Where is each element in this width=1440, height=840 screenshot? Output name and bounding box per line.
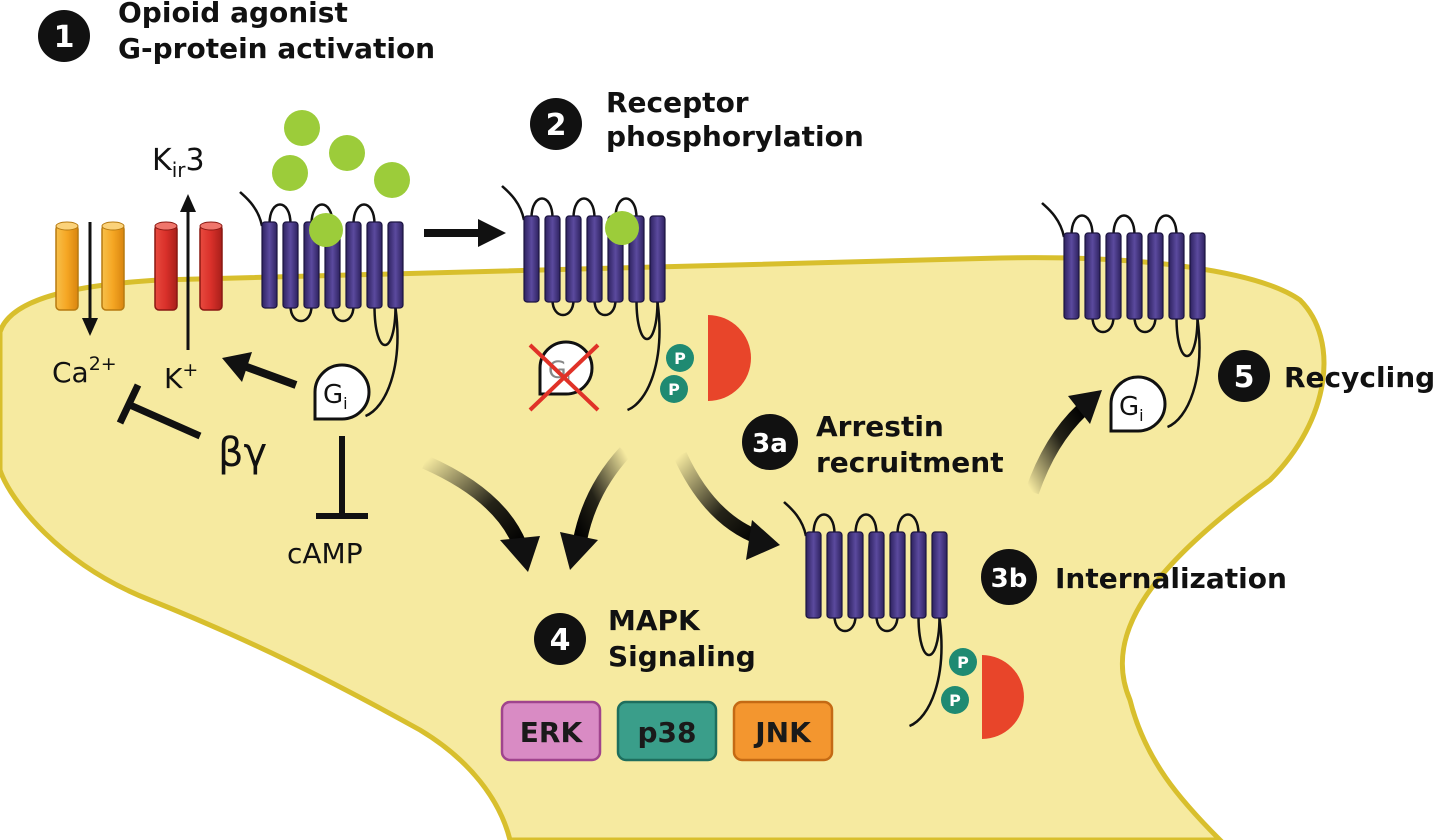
- gi-camp-inhibition: [316, 436, 368, 519]
- phospho-group: [941, 686, 969, 714]
- calcium-channel: [55, 221, 125, 311]
- kinase-label: p38: [637, 716, 696, 749]
- svg-text:P: P: [957, 653, 969, 672]
- kinase-label: ERK: [520, 716, 584, 749]
- transmembrane-helix: [805, 531, 822, 619]
- step-3b: 3b Internalization: [981, 549, 1287, 605]
- beta-gamma-label: βγ: [218, 430, 267, 476]
- transmembrane-helix: [847, 531, 864, 619]
- gi-protein-recycled: Gi: [1109, 375, 1167, 433]
- kinase-p38: p38: [616, 700, 718, 762]
- transmembrane-helix: [345, 221, 362, 309]
- gi-to-potassium-arrow: [222, 352, 298, 389]
- transmembrane-helix: [366, 221, 383, 309]
- svg-text:5: 5: [1234, 360, 1255, 395]
- step-5: 5 Recycling: [1218, 350, 1435, 402]
- arrestin-bound-internalized: P P: [941, 648, 1024, 739]
- svg-text:Gi: Gi: [323, 380, 348, 413]
- step-2: 2 Receptor phosphorylation: [530, 86, 864, 153]
- svg-text:P: P: [674, 349, 686, 368]
- transmembrane-helix: [586, 215, 603, 303]
- svg-text:3b: 3b: [991, 564, 1028, 594]
- transmembrane-helix: [387, 221, 404, 309]
- svg-text:2: 2: [546, 108, 567, 143]
- receptor-phosphorylated: [501, 185, 666, 412]
- svg-text:P: P: [668, 380, 680, 399]
- ligand-molecule: [374, 162, 410, 198]
- to-internalization-arrow: [673, 452, 780, 560]
- svg-text:Arrestin: Arrestin: [816, 410, 944, 443]
- receptor-activated: [239, 191, 404, 418]
- to-mapk-arrow-left: [422, 455, 540, 572]
- svg-text:Opioid agonist: Opioid agonist: [118, 0, 348, 29]
- beta-gamma-inhibition: [116, 383, 202, 440]
- transmembrane-helix: [868, 531, 885, 619]
- ligand-molecule: [309, 213, 343, 247]
- step-4: 4 MAPK Signaling: [534, 604, 756, 673]
- ligand-molecule: [272, 155, 308, 191]
- transmembrane-helix: [544, 215, 561, 303]
- transmembrane-helix: [1105, 232, 1122, 320]
- svg-text:phosphorylation: phosphorylation: [606, 120, 864, 153]
- phospho-group: [949, 648, 977, 676]
- calcium-influx-arrow: [82, 222, 98, 336]
- to-recycling-arrow: [1025, 390, 1102, 495]
- step-3a: 3a Arrestin recruitment: [742, 410, 1004, 479]
- kinase-label: JNK: [753, 716, 812, 749]
- transmembrane-helix: [1126, 232, 1143, 320]
- transmembrane-helix: [1189, 232, 1206, 320]
- transmembrane-helix: [523, 215, 540, 303]
- svg-text:G-protein activation: G-protein activation: [118, 32, 435, 65]
- to-mapk-arrow-center: [560, 447, 631, 570]
- transmembrane-helix: [1063, 232, 1080, 320]
- potassium-efflux-arrow: [180, 194, 196, 350]
- phospho-group: [660, 375, 688, 403]
- mapk-kinase-row: ERK p38 JNK: [500, 700, 834, 762]
- transmembrane-helix: [910, 531, 927, 619]
- ligand-molecule: [284, 110, 320, 146]
- potassium-channel: [154, 221, 223, 311]
- svg-text:Signaling: Signaling: [608, 640, 756, 673]
- svg-text:3a: 3a: [752, 429, 788, 459]
- transmembrane-helix: [1168, 232, 1185, 320]
- svg-text:1: 1: [54, 20, 75, 55]
- transmembrane-helix: [565, 215, 582, 303]
- kinase-erk: ERK: [500, 700, 602, 762]
- transmembrane-helix: [826, 531, 843, 619]
- transmembrane-helix: [282, 221, 299, 309]
- transmembrane-helix: [1084, 232, 1101, 320]
- transmembrane-helix: [649, 215, 666, 303]
- svg-text:Internalization: Internalization: [1055, 562, 1287, 595]
- svg-text:MAPK: MAPK: [608, 604, 701, 637]
- transmembrane-helix: [261, 221, 278, 309]
- ligand-layer: [272, 110, 639, 247]
- svg-text:Recycling: Recycling: [1284, 361, 1435, 394]
- calcium-label: Ca2+: [52, 353, 117, 389]
- svg-text:recruitment: recruitment: [816, 446, 1004, 479]
- receptor-internalized: [783, 501, 948, 728]
- gi-protein-active: Gi: [313, 363, 371, 421]
- arrestin-bound-receptor2: P P: [660, 315, 751, 403]
- transmembrane-helix: [931, 531, 948, 619]
- step-1: 1 Opioid agonist G-protein activation: [38, 0, 435, 65]
- svg-text:Receptor: Receptor: [606, 86, 749, 119]
- svg-text:4: 4: [550, 623, 571, 658]
- ligand-molecule: [329, 135, 365, 171]
- receptor-recycled: [1041, 202, 1206, 429]
- svg-text:P: P: [949, 691, 961, 710]
- transmembrane-helix: [1147, 232, 1164, 320]
- camp-label: cAMP: [287, 537, 363, 570]
- transmembrane-helix: [889, 531, 906, 619]
- gi-protein-uncoupled: Gi: [528, 340, 600, 412]
- potassium-label: K+: [164, 359, 198, 395]
- ligand-molecule: [605, 211, 639, 245]
- phospho-group: [666, 344, 694, 372]
- activation-to-phosphorylation-arrow: [424, 219, 506, 247]
- receptor-layer: [239, 185, 1206, 728]
- kir3-label: Kir3: [152, 143, 205, 182]
- kinase-jnk: JNK: [732, 700, 834, 762]
- svg-text:Gi: Gi: [1119, 392, 1144, 425]
